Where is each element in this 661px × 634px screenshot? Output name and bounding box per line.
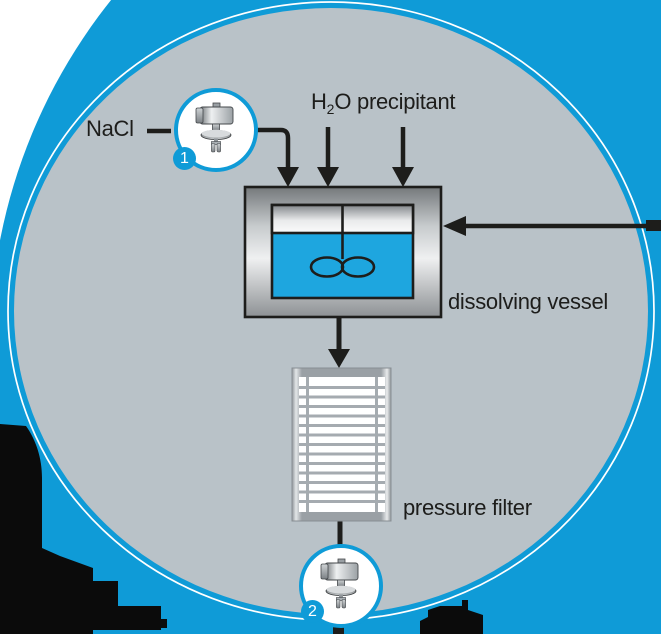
vessel-outlet-arrowhead xyxy=(328,349,350,368)
precipitant-arrowhead xyxy=(392,167,414,187)
pressure-filter xyxy=(291,367,392,522)
filter-plate-lines xyxy=(299,377,385,512)
silhouette-left-block-2 xyxy=(118,606,161,630)
recycle-line-stub xyxy=(646,220,661,231)
silhouette-left-block-1 xyxy=(93,581,118,630)
edge-silhouettes xyxy=(0,424,483,634)
measuring-point-1-badge: 1 xyxy=(173,147,196,170)
agitator-blade-right xyxy=(340,256,376,278)
h2o-rest: O precipitant xyxy=(334,89,456,114)
measuring-point-2-badge: 2 xyxy=(301,600,324,623)
flow-lines xyxy=(147,127,661,634)
h2o-subscript: 2 xyxy=(326,101,335,117)
nacl-label: NaCl xyxy=(86,116,134,141)
h2o-precipitant-label: H2O precipitant xyxy=(311,89,456,117)
filter-outlet-stub xyxy=(333,625,344,634)
dissolving-vessel-label: dissolving vessel xyxy=(448,289,608,314)
pressure-filter-label: pressure filter xyxy=(403,495,532,520)
h2o-arrowhead xyxy=(317,167,339,187)
measuring-point-1 xyxy=(174,88,258,172)
nacl-pipe xyxy=(256,127,291,168)
dissolving-vessel xyxy=(243,185,443,319)
nacl-arrowhead xyxy=(277,167,299,187)
silhouette-bottom-left xyxy=(0,424,93,634)
recycle-arrowhead xyxy=(443,216,466,236)
silhouette-left-block-3 xyxy=(161,619,167,628)
silhouette-bottom-right xyxy=(420,600,483,634)
h2o-base: H xyxy=(311,89,327,114)
